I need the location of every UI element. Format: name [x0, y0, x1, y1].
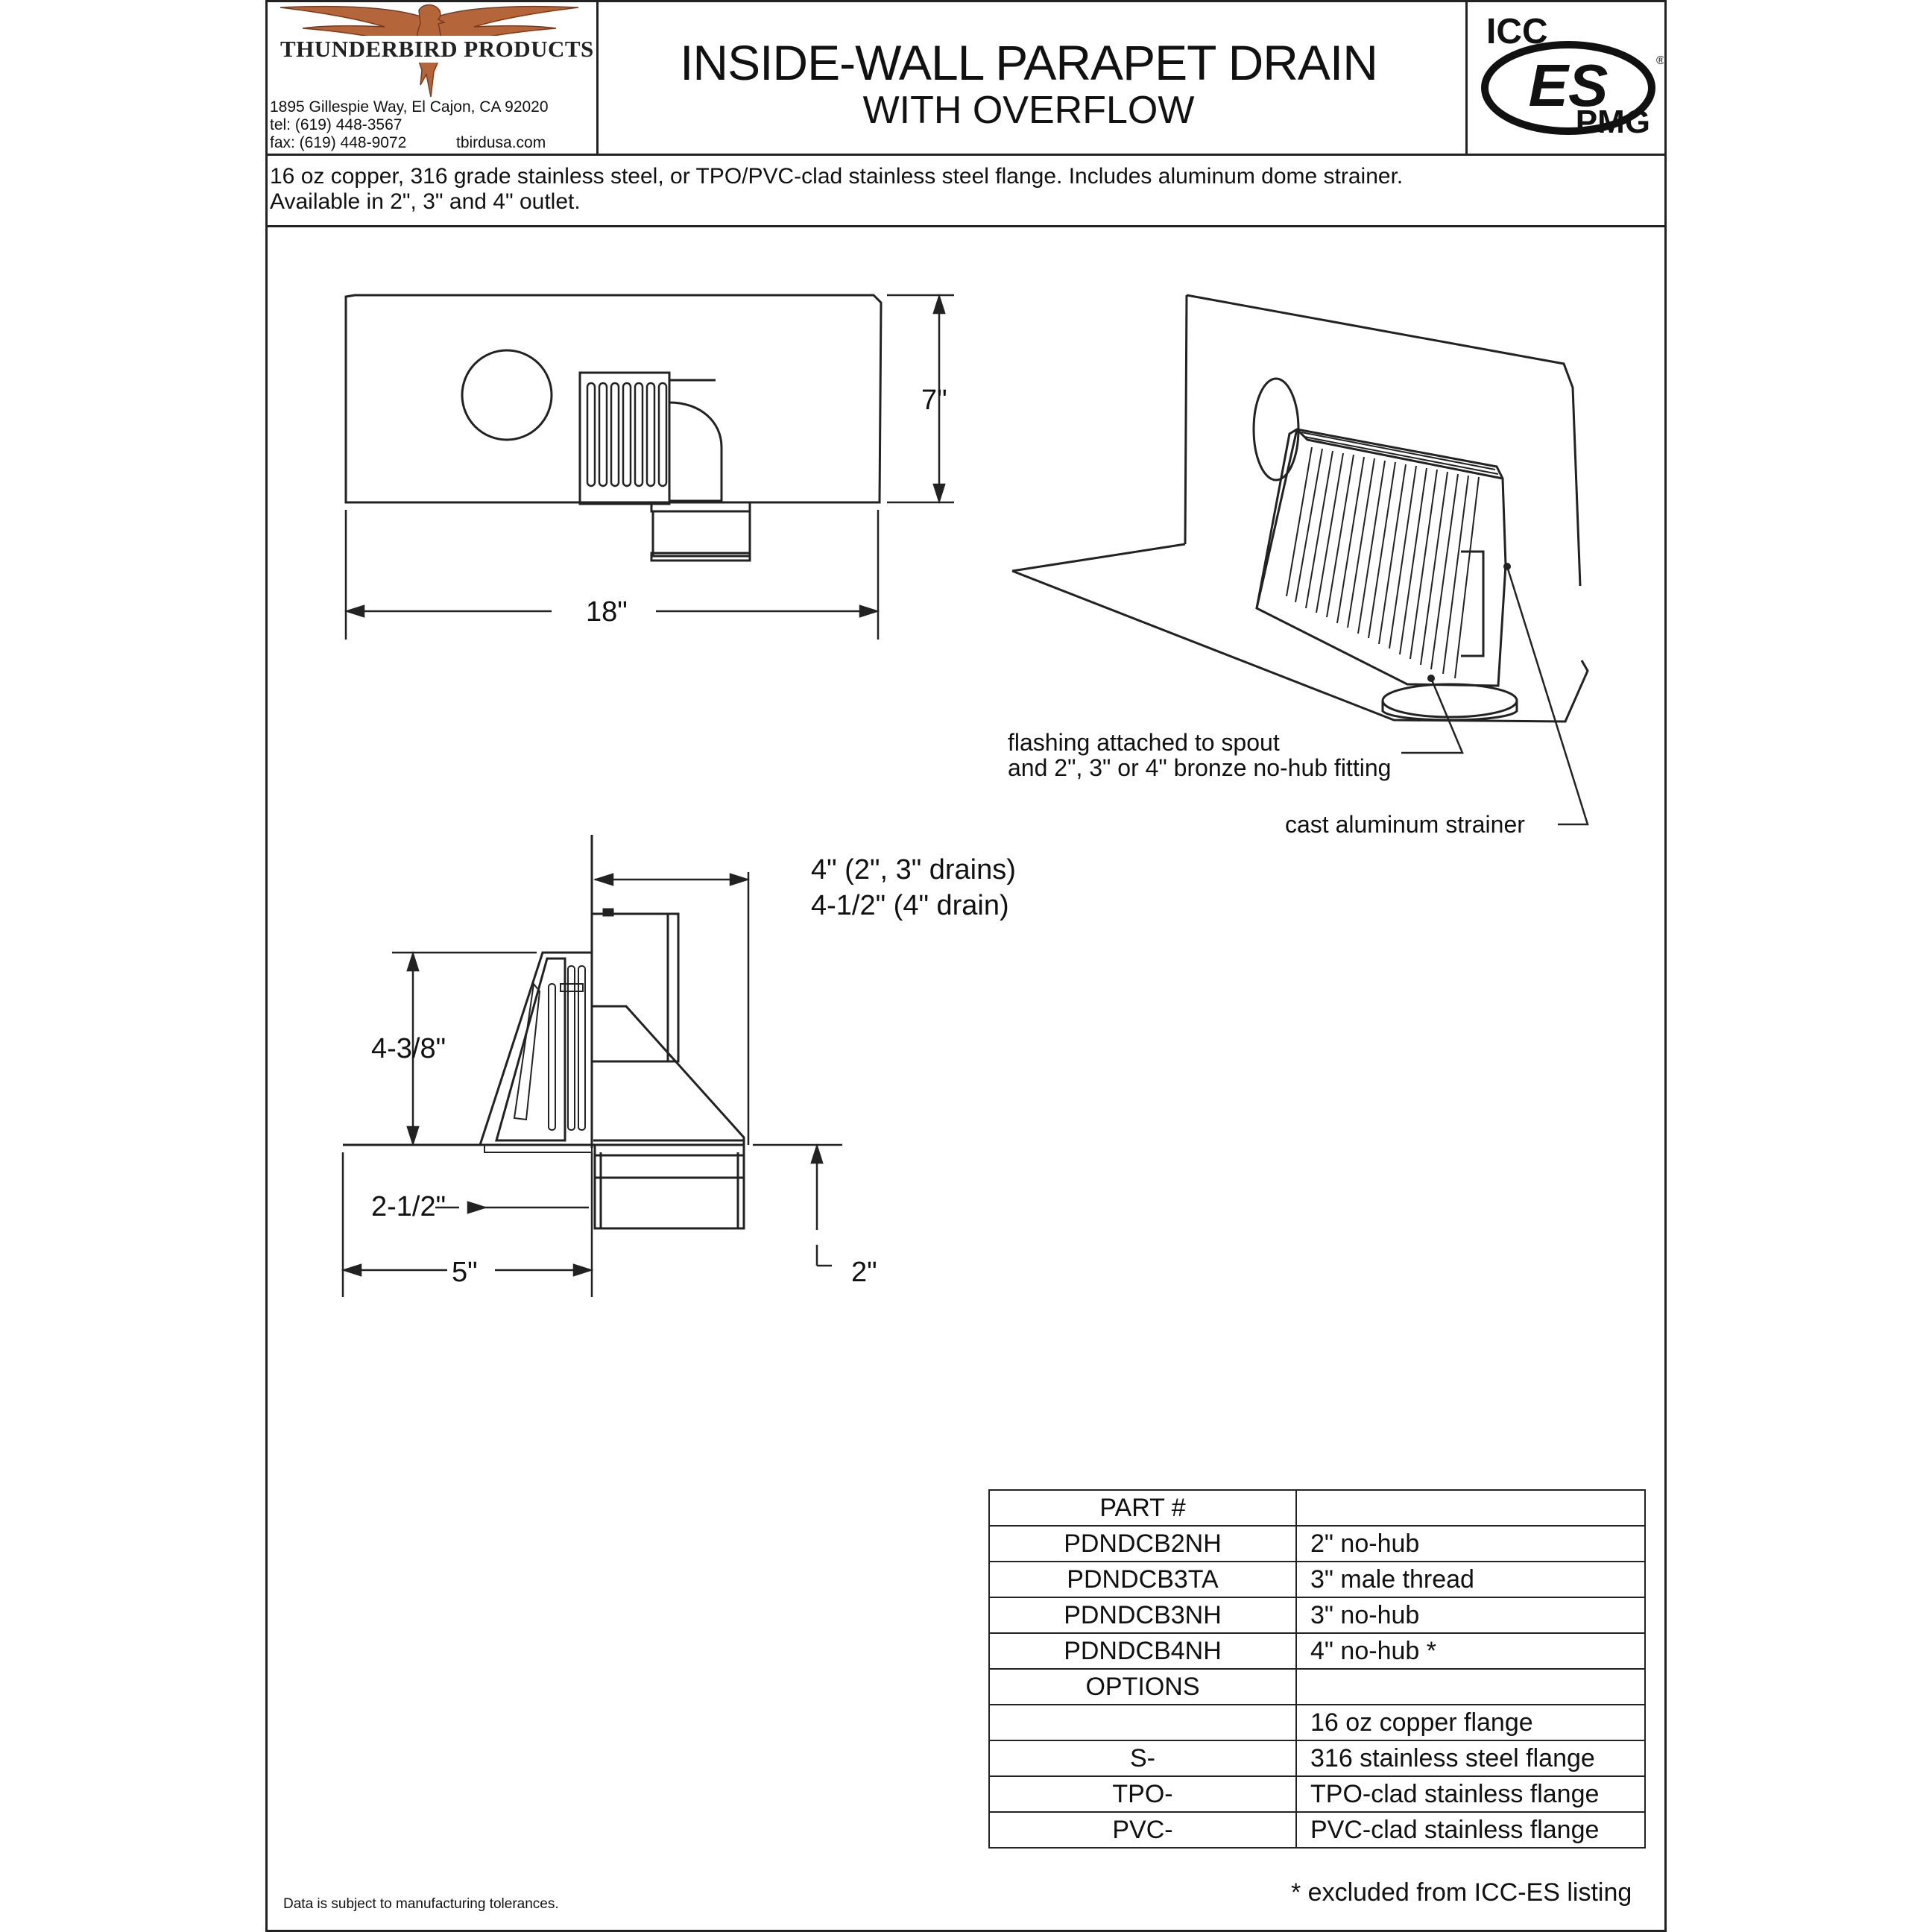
- option-code: TPO-: [988, 1775, 1297, 1813]
- company-name: THUNDERBIRD PRODUCTS: [280, 36, 594, 62]
- table-row: PDNDCB3NH 3" no-hub: [988, 1597, 1646, 1634]
- option-description: TPO-clad stainless flange: [1295, 1775, 1646, 1813]
- option-description: PVC-clad stainless flange: [1295, 1811, 1646, 1849]
- part-description: 4" no-hub *: [1295, 1632, 1646, 1670]
- option-code: PVC-: [988, 1811, 1297, 1849]
- front-height-label: 7": [921, 385, 947, 416]
- isometric-view-drawing: [1011, 294, 1589, 826]
- part-description: 2" no-hub: [1295, 1525, 1646, 1562]
- strainer-depth-label: 2-1/2": [371, 1191, 446, 1222]
- options-header: OPTIONS: [988, 1668, 1297, 1705]
- spout-label-line-1: 4" (2", 3" drains): [811, 854, 1016, 886]
- table-row: TPO- TPO-clad stainless flange: [988, 1775, 1646, 1813]
- page-subtitle: WITH OVERFLOW: [862, 89, 1195, 132]
- es-text: ES: [1529, 52, 1609, 119]
- part-number: PDNDCB3TA: [988, 1561, 1297, 1598]
- outlet-length-label: 2": [851, 1257, 877, 1288]
- icc-exclusion-note: * excluded from ICC-ES listing: [1291, 1878, 1632, 1907]
- side-view-drawing: [341, 835, 842, 1297]
- part-number: PDNDCB3NH: [988, 1597, 1297, 1634]
- front-width-label: 18": [586, 596, 628, 628]
- page-title: INSIDE-WALL PARAPET DRAIN: [680, 35, 1378, 90]
- frame-bottom: [265, 1930, 1667, 1932]
- cert-divider: [1465, 0, 1468, 154]
- strainer-height-label: 4-3/8": [371, 1033, 446, 1064]
- table-row: PDNDCB2NH 2" no-hub: [988, 1525, 1646, 1562]
- logo-divider: [596, 0, 599, 154]
- table-row: PVC- PVC-clad stainless flange: [988, 1811, 1646, 1849]
- table-row: PDNDCB4NH 4" no-hub *: [988, 1632, 1646, 1670]
- icc-es-pmg-logo: ICC ES PMG ®: [1481, 12, 1664, 140]
- table-row: OPTIONS: [988, 1668, 1646, 1705]
- description-divider: [265, 225, 1667, 227]
- option-description: 316 stainless steel flange: [1295, 1740, 1646, 1777]
- option-description: 16 oz copper flange: [1295, 1704, 1646, 1741]
- company-tel: tel: (619) 448-3567: [270, 116, 402, 133]
- parts-table: PART # PDNDCB2NH 2" no-hub PDNDCB3TA 3" …: [988, 1489, 1646, 1849]
- table-row: S- 316 stainless steel flange: [988, 1740, 1646, 1777]
- callout-strainer: cast aluminum strainer: [1285, 811, 1525, 838]
- spout-label-line-2: 4-1/2" (4" drain): [811, 890, 1009, 921]
- table-row: 16 oz copper flange: [988, 1704, 1646, 1741]
- frame-top: [265, 0, 1667, 2]
- header-divider: [265, 154, 1667, 156]
- part-description: 3" no-hub: [1295, 1597, 1646, 1634]
- part-number: PDNDCB2NH: [988, 1525, 1297, 1562]
- parts-header: PART #: [988, 1489, 1297, 1527]
- flange-depth-label: 5": [452, 1257, 478, 1288]
- company-fax: fax: (619) 448-9072: [270, 134, 407, 151]
- table-row: PART #: [988, 1489, 1646, 1527]
- part-description: 3" male thread: [1295, 1561, 1646, 1598]
- part-number: PDNDCB4NH: [988, 1632, 1297, 1670]
- description-line-2: Available in 2", 3" and 4" outlet.: [270, 189, 581, 214]
- front-view-drawing: [344, 293, 954, 640]
- company-website: tbirdusa.com: [456, 134, 546, 151]
- callout-flashing-line-2: and 2", 3" or 4" bronze no-hub fitting: [1008, 754, 1392, 781]
- page-frame: [265, 0, 1667, 1932]
- svg-text:®: ®: [1656, 54, 1664, 67]
- callout-flashing-line-1: flashing attached to spout: [1008, 729, 1280, 756]
- eagle-logo-icon: [273, 4, 586, 98]
- description-line-1: 16 oz copper, 316 grade stainless steel,…: [270, 164, 1404, 189]
- tolerance-note: Data is subject to manufacturing toleran…: [283, 1896, 559, 1912]
- option-code: [988, 1704, 1297, 1741]
- pmg-text: PMG: [1576, 104, 1650, 140]
- option-code: S-: [988, 1740, 1297, 1777]
- company-address: 1895 Gillespie Way, El Cajon, CA 92020: [270, 98, 549, 116]
- table-row: PDNDCB3TA 3" male thread: [988, 1561, 1646, 1598]
